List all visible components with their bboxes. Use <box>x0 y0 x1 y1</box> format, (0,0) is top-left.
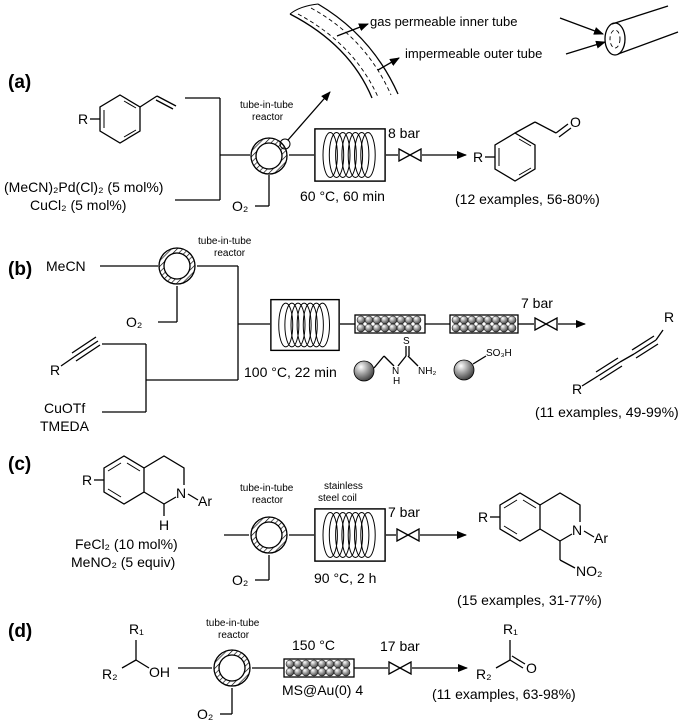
conditions-b: 100 °C, 22 min <box>244 364 337 380</box>
reactor-label-c1: tube-in-tube <box>240 483 294 494</box>
sulfonic-label: SO₃H <box>486 348 512 359</box>
examples-b: (11 examples, 49-99%) <box>535 404 679 420</box>
ketone-structure: R₁ R₂ O <box>476 621 537 682</box>
examples-c: (15 examples, 31-77%) <box>457 592 602 608</box>
reagent-pd: (MeCN)₂Pd(Cl)₂ (5 mol%) <box>4 179 163 195</box>
reactor-label-a1: tube-in-tube <box>240 100 294 111</box>
reactor-label-b2: reactor <box>214 248 246 259</box>
conditions-c: 90 °C, 2 h <box>314 570 376 586</box>
tube-in-tube-reactor-d <box>213 649 251 687</box>
panel-d: R₁ R₂ OH tube-in-tube reactor O₂ 150 °C … <box>102 618 576 722</box>
packed-column-gold <box>283 658 355 678</box>
thiourea-resin: S N H NH₂ <box>353 336 436 387</box>
panel-label-b: (b) <box>8 259 32 280</box>
back-pressure-valve-d <box>388 661 412 675</box>
thiq-R: R <box>82 472 92 488</box>
panel-c: N Ar H R FeCl₂ (10 mol%) MeNO₂ (5 equiv)… <box>71 455 608 608</box>
back-pressure-valve-b <box>534 317 558 331</box>
back-pressure-valve-a <box>398 148 422 162</box>
ketone-R2: R₂ <box>476 666 492 682</box>
tube-icon <box>559 5 679 56</box>
coil-reactor-a <box>314 128 386 182</box>
alkyne-R: R <box>50 362 60 378</box>
coil-reactor-b <box>270 298 340 352</box>
thiq-H: H <box>159 517 169 533</box>
packed-column-sulfonic <box>449 314 519 334</box>
reagent-fecl2: FeCl₂ (10 mol%) <box>75 536 178 552</box>
back-pressure-valve-c <box>396 528 420 542</box>
inner-tube-label: gas permeable inner tube <box>370 14 517 29</box>
aldehyde-structure: O R <box>473 114 581 182</box>
oxygen-b: O₂ <box>126 314 142 330</box>
sulfonic-acid-resin: SO₃H <box>453 348 512 381</box>
outer-tube-label: impermeable outer tube <box>405 46 542 61</box>
reagent-tmeda: TMEDA <box>40 418 90 434</box>
diyne-R-bottom: R <box>572 381 582 397</box>
pressure-d: 17 bar <box>380 638 420 654</box>
diyne-R-top: R <box>664 309 674 325</box>
panel-label-a: (a) <box>8 72 31 93</box>
terminal-alkyne: R <box>50 336 101 378</box>
reactor-label-d1: tube-in-tube <box>206 618 260 629</box>
oxygen-a: O₂ <box>232 198 248 214</box>
pressure-c: 7 bar <box>388 504 420 520</box>
reactor-label-b1: tube-in-tube <box>198 236 252 247</box>
solvent-mecn: MeCN <box>46 258 86 274</box>
tube-inset: gas permeable inner tube impermeable out… <box>289 3 542 99</box>
thiq-N: N <box>176 485 186 501</box>
temperature-d: 150 °C <box>292 637 335 653</box>
product-N: N <box>572 522 582 538</box>
panel-b: MeCN tube-in-tube reactor O₂ R CuOTf TME… <box>40 236 679 434</box>
coil-label-c1: stainless <box>324 481 363 492</box>
ketone-O: O <box>526 660 537 676</box>
reagent-cucl2: CuCl₂ (5 mol%) <box>30 197 126 213</box>
thiourea-H: H <box>393 376 400 387</box>
tube-in-tube-reactor-b <box>158 247 196 285</box>
pressure-b: 7 bar <box>521 295 553 311</box>
coil-label-c2: steel coil <box>318 493 357 504</box>
conditions-a: 60 °C, 60 min <box>300 188 385 204</box>
product-Ar: Ar <box>594 530 608 546</box>
panel-label-c: (c) <box>8 454 31 475</box>
thiourea-S: S <box>403 336 410 347</box>
catalyst-d: MS@Au(0) 4 <box>282 682 363 698</box>
product-R: R <box>478 509 488 525</box>
styrene-R: R <box>78 111 88 127</box>
reagent-meno2: MeNO₂ (5 equiv) <box>71 554 175 570</box>
tube-in-tube-reactor-a <box>250 137 288 175</box>
product-NO2: NO₂ <box>576 563 602 579</box>
aldehyde-R: R <box>473 149 483 165</box>
aldehyde-O: O <box>570 114 581 130</box>
reactor-label-a2: reactor <box>252 112 284 123</box>
alcohol-R1: R₁ <box>129 621 144 637</box>
secondary-alcohol: R₁ R₂ OH <box>102 621 170 682</box>
thiourea-N: N <box>392 366 399 377</box>
nitromethyl-product: N Ar NO₂ R <box>478 492 608 579</box>
thiourea-NH2: NH₂ <box>418 366 436 377</box>
styrene-structure: R <box>78 94 177 144</box>
examples-a: (12 examples, 56-80%) <box>455 191 600 207</box>
reactor-label-d2: reactor <box>218 630 250 641</box>
thiq-Ar: Ar <box>198 493 212 509</box>
pressure-a: 8 bar <box>388 125 420 141</box>
diyne-structure: R R <box>572 309 674 397</box>
oxygen-c: O₂ <box>232 572 248 588</box>
panel-a: gas permeable inner tube impermeable out… <box>4 3 679 214</box>
steel-coil-c <box>314 508 386 562</box>
panel-label-d: (d) <box>8 621 32 642</box>
examples-d: (11 examples, 63-98%) <box>432 686 576 702</box>
ketone-R1: R₁ <box>503 621 518 637</box>
tube-in-tube-reactor-c <box>250 516 288 554</box>
packed-column-thiourea <box>354 314 426 334</box>
reactor-label-c2: reactor <box>252 495 284 506</box>
oxygen-d: O₂ <box>197 706 213 722</box>
reagent-cuotf: CuOTf <box>44 400 85 416</box>
alcohol-OH: OH <box>149 664 170 680</box>
alcohol-R2: R₂ <box>102 666 118 682</box>
tetrahydroisoquinoline: N Ar H R <box>82 455 212 533</box>
